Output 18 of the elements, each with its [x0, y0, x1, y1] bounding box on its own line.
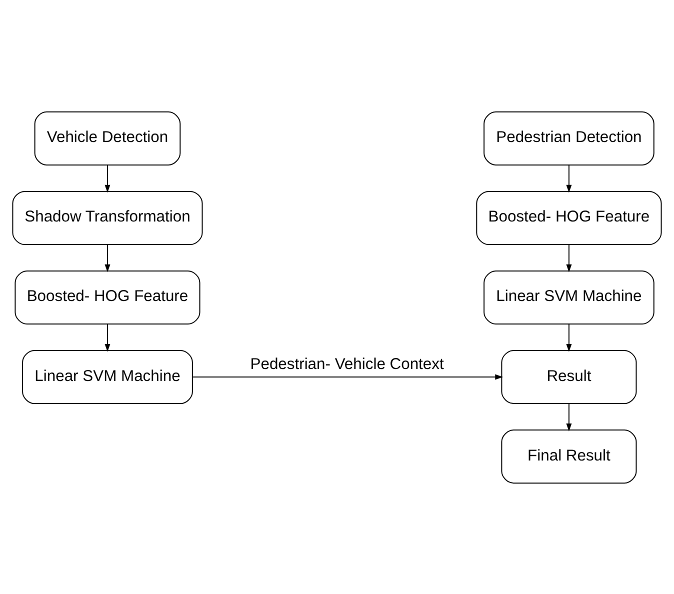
arrow	[104, 244, 110, 272]
node-box: Shadow Transformation	[12, 190, 203, 244]
edge-label: Pedestrian- Vehicle Context	[250, 355, 444, 372]
node-box: Linear SVM Machine	[22, 350, 193, 404]
node-box: Pedestrian Detection	[484, 110, 654, 165]
node-box: Linear SVM Machine	[484, 270, 654, 324]
node-box: Final Result	[501, 429, 637, 484]
arrow	[104, 164, 110, 192]
arrow	[566, 323, 572, 352]
arrow	[566, 244, 572, 272]
arrow	[566, 164, 572, 192]
arrow	[566, 402, 572, 431]
arrow	[104, 323, 110, 352]
node-box: Vehicle Detection	[34, 110, 181, 165]
node-box: Result	[501, 350, 637, 404]
node-box: Boosted- HOG Feature	[14, 270, 200, 324]
node-box: Boosted- HOG Feature	[476, 190, 662, 244]
arrow	[192, 374, 503, 380]
